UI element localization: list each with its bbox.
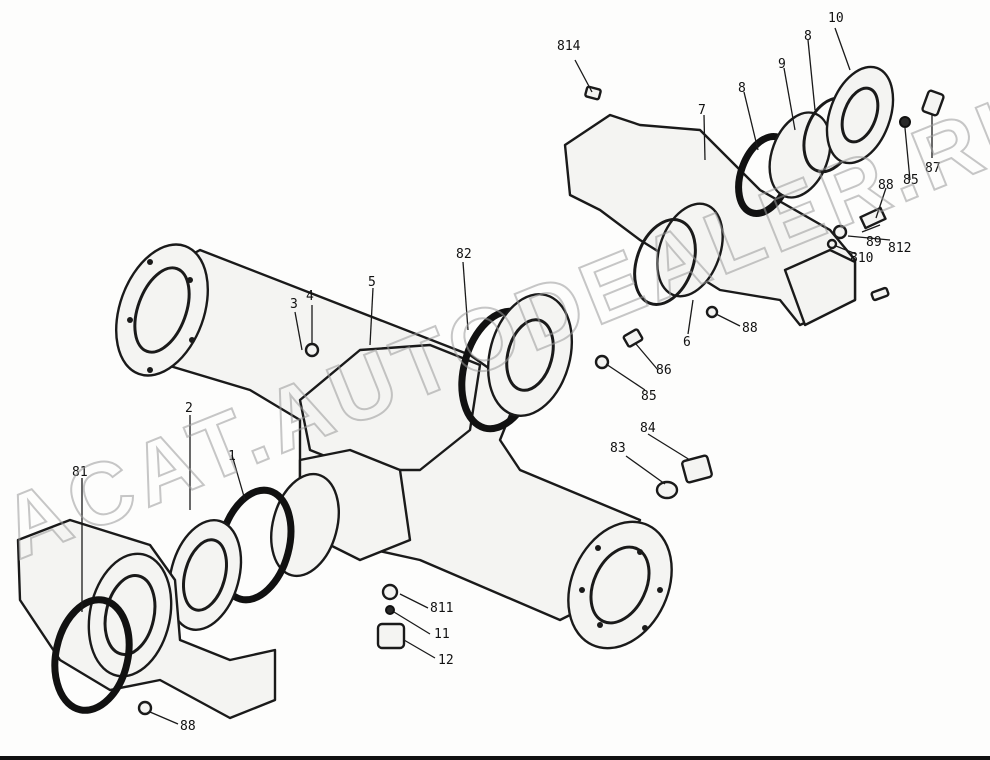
right-cover-stack — [735, 65, 895, 217]
callout-814: 814 — [557, 39, 581, 54]
callout-88-bottom: 88 — [180, 719, 196, 734]
callout-1: 1 — [228, 449, 236, 464]
callout-810: 810 — [850, 251, 873, 266]
callout-84: 84 — [640, 421, 656, 436]
callout-12: 12 — [438, 653, 454, 668]
callout-9: 9 — [778, 57, 786, 72]
callout-81: 81 — [72, 465, 88, 480]
leader-lines — [81, 27, 933, 725]
callout-88-right: 88 — [878, 178, 894, 193]
left-bearing-set — [167, 472, 340, 632]
callout-87: 87 — [925, 161, 941, 176]
callout-2: 2 — [185, 401, 193, 416]
callout-811: 811 — [430, 601, 453, 616]
callout-85-right: 85 — [903, 173, 919, 188]
callout-83: 83 — [610, 441, 626, 456]
fasteners — [137, 85, 945, 716]
callout-5: 5 — [368, 275, 376, 290]
callout-11: 11 — [434, 627, 450, 642]
callout-82: 82 — [456, 247, 472, 262]
callout-812: 812 — [888, 241, 911, 256]
callout-8-lower: 8 — [738, 81, 746, 96]
callout-3: 3 — [290, 297, 298, 312]
callout-86: 86 — [656, 363, 672, 378]
callout-4: 4 — [306, 289, 314, 304]
callout-10: 10 — [828, 11, 844, 26]
callout-89: 89 — [866, 235, 882, 250]
right-trunnion-bracket — [563, 113, 857, 327]
callout-85-mid: 85 — [641, 389, 657, 404]
callout-88-mid: 88 — [742, 321, 758, 336]
callout-8-upper: 8 — [804, 29, 812, 44]
seal-ring-82 — [458, 293, 574, 433]
callout-6: 6 — [683, 335, 691, 350]
axle-housing — [114, 243, 673, 650]
bottom-border — [0, 756, 990, 760]
callout-7: 7 — [698, 103, 706, 118]
callout-labels: 814 10 8 8 9 7 87 85 88 89 812 810 82 3 … — [72, 11, 941, 734]
